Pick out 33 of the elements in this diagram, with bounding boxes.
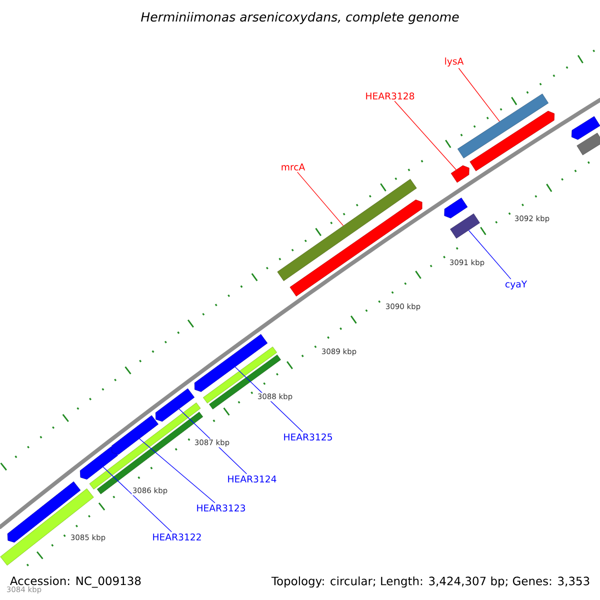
gene-feature (0, 488, 94, 566)
gene-feature (450, 165, 470, 183)
title: Herminiimonas arsenicoxydans, complete genome (141, 12, 459, 24)
gene-feature (194, 334, 268, 392)
gene-feature (450, 214, 480, 239)
gene-label: mrcA (282, 164, 306, 170)
leader-line (297, 172, 344, 226)
footer-text: Topology: circular; Length: 3,424,307 bp; Genes: 3,353 (271, 576, 590, 588)
gene-label: HEAR3122 (153, 533, 201, 541)
gene-feature (112, 415, 158, 455)
gene-label: lysA (445, 58, 464, 67)
gene-feature (290, 200, 422, 296)
leader-line (102, 466, 172, 532)
gene-feature (444, 198, 468, 218)
gene-feature (203, 346, 277, 404)
footer-text: Accession: NC_009138 (10, 576, 141, 588)
gene-label: HEAR3123 (197, 504, 246, 512)
gene-feature (80, 446, 118, 480)
gene-feature (155, 388, 195, 422)
leader-line (394, 100, 456, 170)
leader-line (468, 230, 512, 280)
gene-feature (209, 354, 281, 410)
gene-feature (576, 132, 600, 156)
gene-feature (571, 116, 600, 140)
gene-feature (457, 94, 549, 158)
leader-line (139, 438, 216, 504)
gene-feature (470, 110, 555, 172)
gene-feature (277, 178, 417, 282)
gene-label: HEAR3124 (228, 475, 276, 483)
gene-label: HEAR3125 (284, 433, 332, 441)
gene-label: cyaY (506, 280, 528, 290)
gene-label: HEAR3128 (366, 92, 414, 100)
leader-line (458, 68, 500, 122)
